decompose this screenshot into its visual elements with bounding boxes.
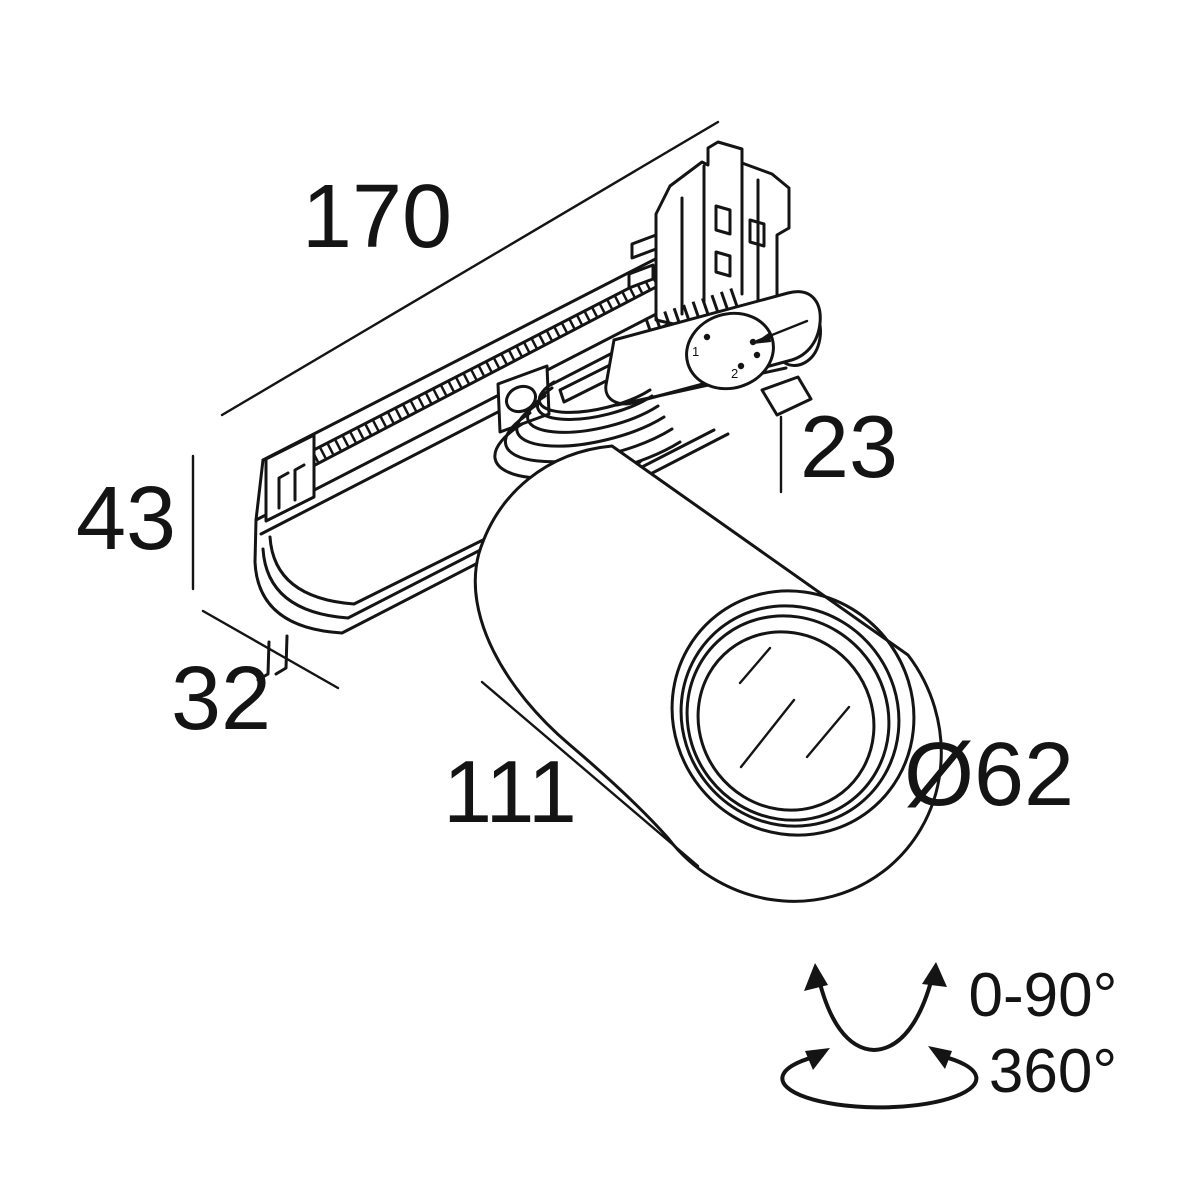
tilt-arc bbox=[815, 968, 936, 1053]
adapter-side-tabs bbox=[627, 233, 658, 290]
lens-rim-outer bbox=[670, 589, 916, 837]
dim-line-32 bbox=[201, 609, 340, 690]
spotlight-body bbox=[473, 444, 943, 903]
label-pan-range: 360° bbox=[989, 1037, 1117, 1106]
track-end-fin bbox=[264, 433, 316, 523]
dimension-lines bbox=[191, 120, 783, 868]
tilt-arrow-right bbox=[922, 962, 947, 987]
dim-line-170 bbox=[220, 120, 720, 417]
mounting-plate bbox=[496, 364, 551, 434]
label-body-length: 111 bbox=[443, 742, 577, 841]
track-end-lower-clips bbox=[256, 634, 289, 682]
label-track-height: 43 bbox=[76, 469, 176, 569]
dimension-labels: 170 43 32 111 23 Ø62 bbox=[76, 167, 1074, 841]
dial-mark-1: 1 bbox=[692, 344, 699, 359]
pan-arrow-right bbox=[928, 1046, 952, 1069]
label-track-width: 32 bbox=[171, 649, 271, 749]
label-lens-diameter: Ø62 bbox=[904, 725, 1074, 825]
adapter-foot bbox=[760, 375, 813, 417]
dial-mark-2: 2 bbox=[731, 366, 738, 381]
pan-ellipse-arc bbox=[780, 1053, 979, 1110]
phase-dial bbox=[685, 311, 775, 391]
dim-line-111 bbox=[480, 680, 700, 868]
track-bottom-shell bbox=[253, 432, 730, 635]
tilt-arrow-left bbox=[804, 963, 828, 991]
label-track-length: 170 bbox=[302, 167, 452, 267]
label-adapter-offset: 23 bbox=[800, 397, 898, 496]
lens-glass bbox=[696, 630, 876, 812]
pan-arrow-left bbox=[805, 1048, 830, 1070]
label-tilt-range: 0-90° bbox=[969, 961, 1118, 1030]
adapter-ribs bbox=[644, 286, 744, 340]
screw-hole bbox=[504, 384, 538, 414]
lens-reflection-lines bbox=[738, 646, 851, 769]
rotation-glyphs: 0-90° 360° bbox=[780, 961, 1118, 1110]
track-adapter: 1 2 bbox=[604, 140, 822, 417]
